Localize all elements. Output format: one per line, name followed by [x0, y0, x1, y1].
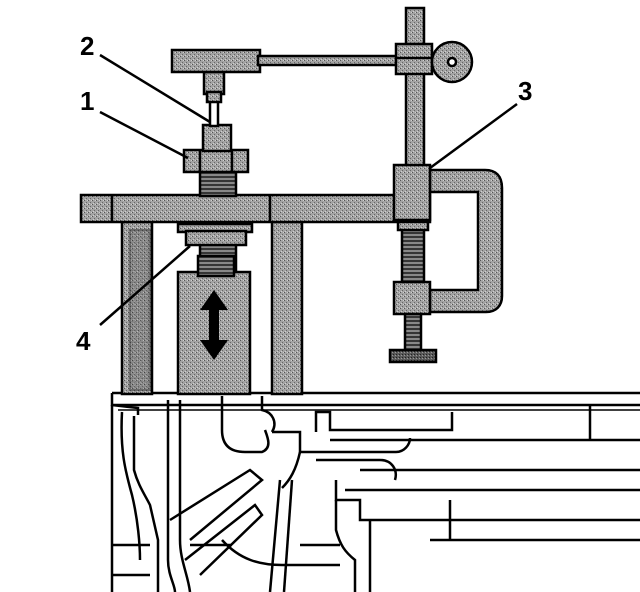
stylus-collar	[205, 90, 223, 104]
stand-post	[404, 6, 426, 170]
callout-2: 2	[80, 31, 94, 61]
stylus-rod	[208, 98, 220, 128]
plunger-pin	[176, 254, 252, 396]
double-arrow-vertical-icon	[200, 290, 228, 360]
callout-3: 3	[518, 76, 532, 106]
leader-4	[99, 245, 191, 326]
lock-nut	[182, 148, 250, 174]
dial-indicator-arm	[170, 48, 410, 128]
adjusting-screw-assembly	[176, 123, 254, 272]
indicator-crossarm	[170, 48, 262, 74]
indicator-rod	[256, 54, 410, 67]
clamp-upper-jaw	[392, 163, 432, 222]
bridge-leg-right	[270, 220, 304, 396]
screw-thread-upper	[198, 168, 238, 198]
clamp-screw-nut	[396, 220, 430, 232]
leader-1	[99, 110, 189, 160]
leader-3	[429, 102, 518, 170]
clamp-stand	[388, 6, 504, 364]
screw-head	[201, 123, 233, 153]
callout-labels: 1 2 3 4	[76, 31, 532, 356]
bridge-crossbeam	[79, 193, 432, 224]
bridge-leg-left-shadow	[128, 228, 152, 392]
clamp-swivel-pad	[388, 348, 438, 364]
callout-1: 1	[80, 86, 94, 116]
plunger-neck	[196, 254, 236, 278]
bridge-fixture	[79, 193, 432, 396]
clamp-screw-upper	[400, 222, 426, 284]
spacer-nut	[184, 229, 248, 247]
clamp-lower-jaw	[392, 280, 432, 316]
callout-leaders	[99, 53, 518, 326]
housing-outline	[110, 391, 640, 592]
leader-2	[99, 53, 211, 124]
clamp-screw-lower	[403, 312, 423, 354]
clamp-knob-center	[446, 56, 458, 68]
stylus-holder	[202, 70, 226, 96]
callout-4: 4	[76, 326, 91, 356]
c-clamp-frame	[428, 168, 504, 314]
